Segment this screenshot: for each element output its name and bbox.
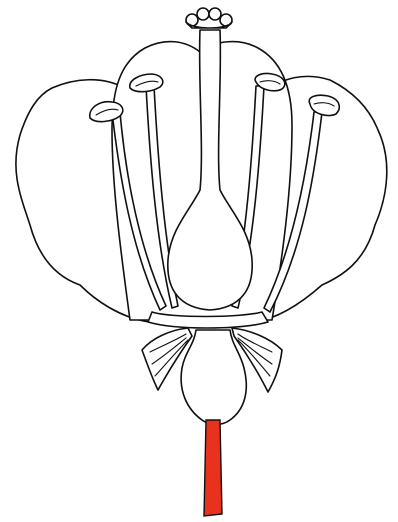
pedicel xyxy=(204,420,222,516)
stigma xyxy=(186,8,232,28)
receptacle xyxy=(181,330,246,425)
